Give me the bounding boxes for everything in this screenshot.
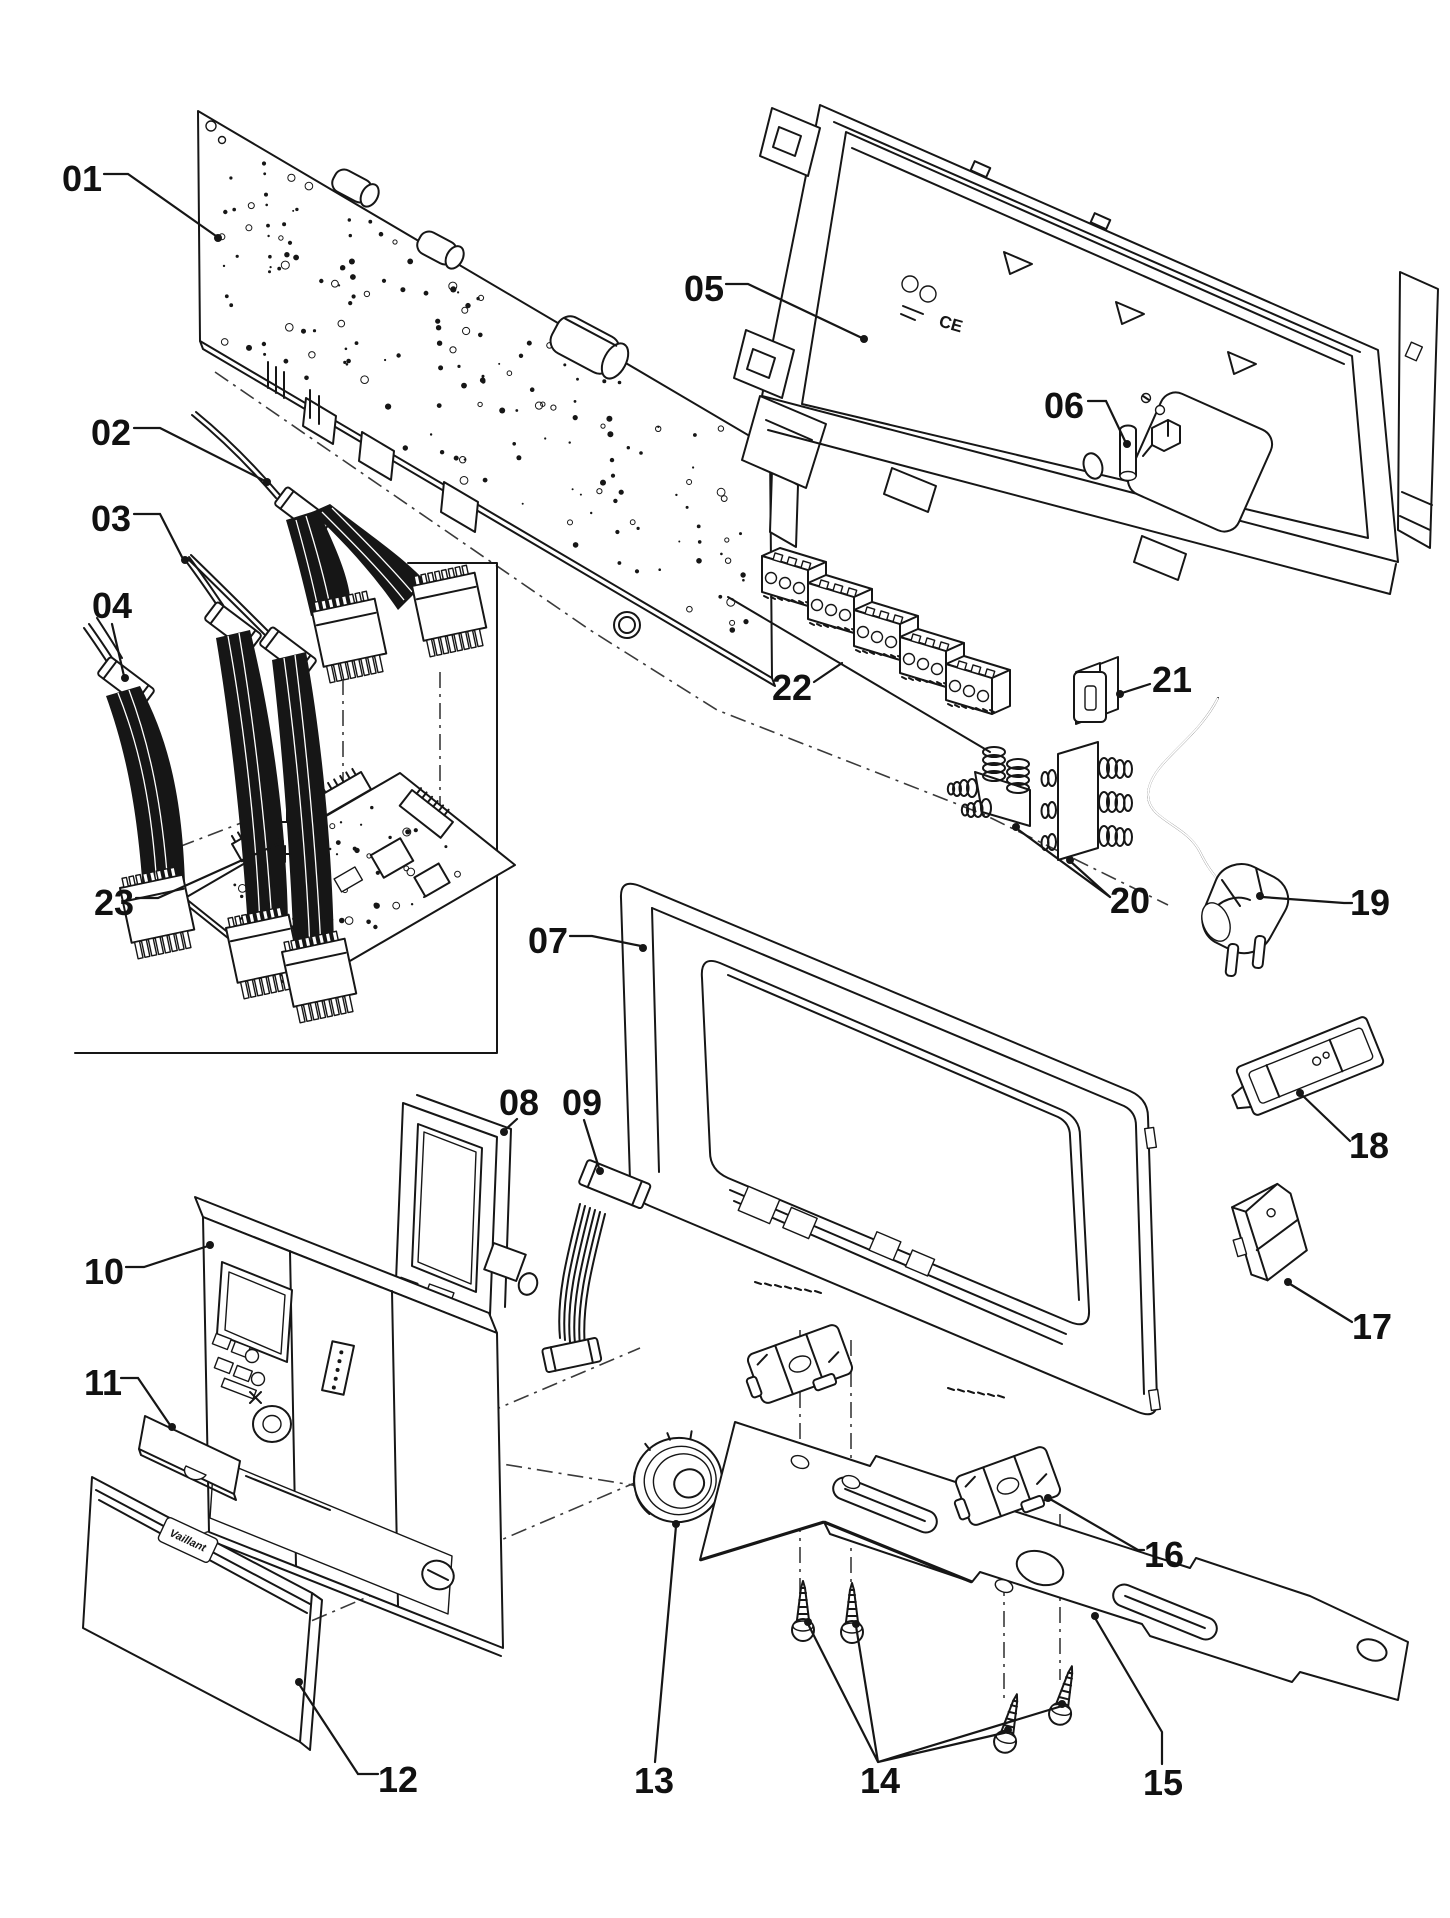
part-label-11: 11: [84, 1362, 122, 1403]
part-02-harness: [191, 411, 491, 685]
part-label-12: 12: [378, 1759, 418, 1800]
part-label-01: 01: [62, 158, 102, 199]
panel-buttons: [211, 1332, 266, 1400]
part-13-knob: [632, 1430, 723, 1524]
part-label-16: 16: [1144, 1534, 1184, 1575]
part-10-front-panel: [194, 1196, 504, 1657]
part-18-rail-clip: [1231, 1016, 1385, 1116]
part-label-02: 02: [91, 412, 131, 453]
part-label-20: 20: [1110, 880, 1150, 921]
part-11-cover-strip: [138, 1415, 241, 1501]
frame-inner-clips: [737, 1126, 1162, 1412]
part-19-power-plug: [1146, 697, 1290, 978]
inset-box-border: [74, 562, 498, 1054]
part-20-cable-glands: [946, 741, 1133, 861]
part-01-main-pcb: [197, 110, 799, 687]
part-label-05: 05: [684, 268, 724, 309]
part-15-mounting-plate: [699, 1421, 1409, 1701]
part-label-04: 04: [92, 585, 132, 626]
part-label-17: 17: [1352, 1306, 1392, 1347]
part-label-22: 22: [772, 667, 812, 708]
part-label-21: 21: [1152, 659, 1192, 700]
part-label-14: 14: [860, 1760, 900, 1801]
part-21-grommet: [1073, 656, 1119, 725]
part-label-13: 13: [634, 1760, 674, 1801]
part-label-06: 06: [1044, 385, 1084, 426]
brand-logo-plate: Vaillant: [157, 1517, 219, 1563]
part-label-08: 08: [499, 1082, 539, 1123]
part-22-terminal-blocks: [727, 547, 1011, 753]
part-17-latch-clip: [1231, 1182, 1308, 1282]
part-03-harness: [184, 554, 361, 1025]
part-label-15: 15: [1143, 1762, 1183, 1803]
part-label-19: 19: [1350, 882, 1390, 923]
part-07-display-frame: [619, 882, 1162, 1416]
callout-labels: 01 02 03 04 05 06 07 08 09 10 11 12 13 1…: [62, 158, 1392, 1803]
part-label-07: 07: [528, 920, 568, 961]
part-label-23: 23: [94, 882, 134, 923]
part-label-03: 03: [91, 498, 131, 539]
part-12-front-flap: Vaillant: [82, 1476, 323, 1751]
pcb-pad-dots: [218, 161, 749, 633]
pcb-standoffs: [331, 168, 630, 380]
part-05-rear-housing: CE: [733, 104, 1439, 595]
part-08-display-module: [395, 1094, 539, 1322]
part-14-screws: [791, 1580, 1084, 1757]
leader-lines: [102, 172, 1354, 1776]
part-label-10: 10: [84, 1251, 124, 1292]
part-06-pin: [1119, 392, 1181, 482]
part-label-18: 18: [1349, 1125, 1389, 1166]
part-label-09: 09: [562, 1082, 602, 1123]
part-09-ribbon-cable: [541, 1159, 652, 1374]
